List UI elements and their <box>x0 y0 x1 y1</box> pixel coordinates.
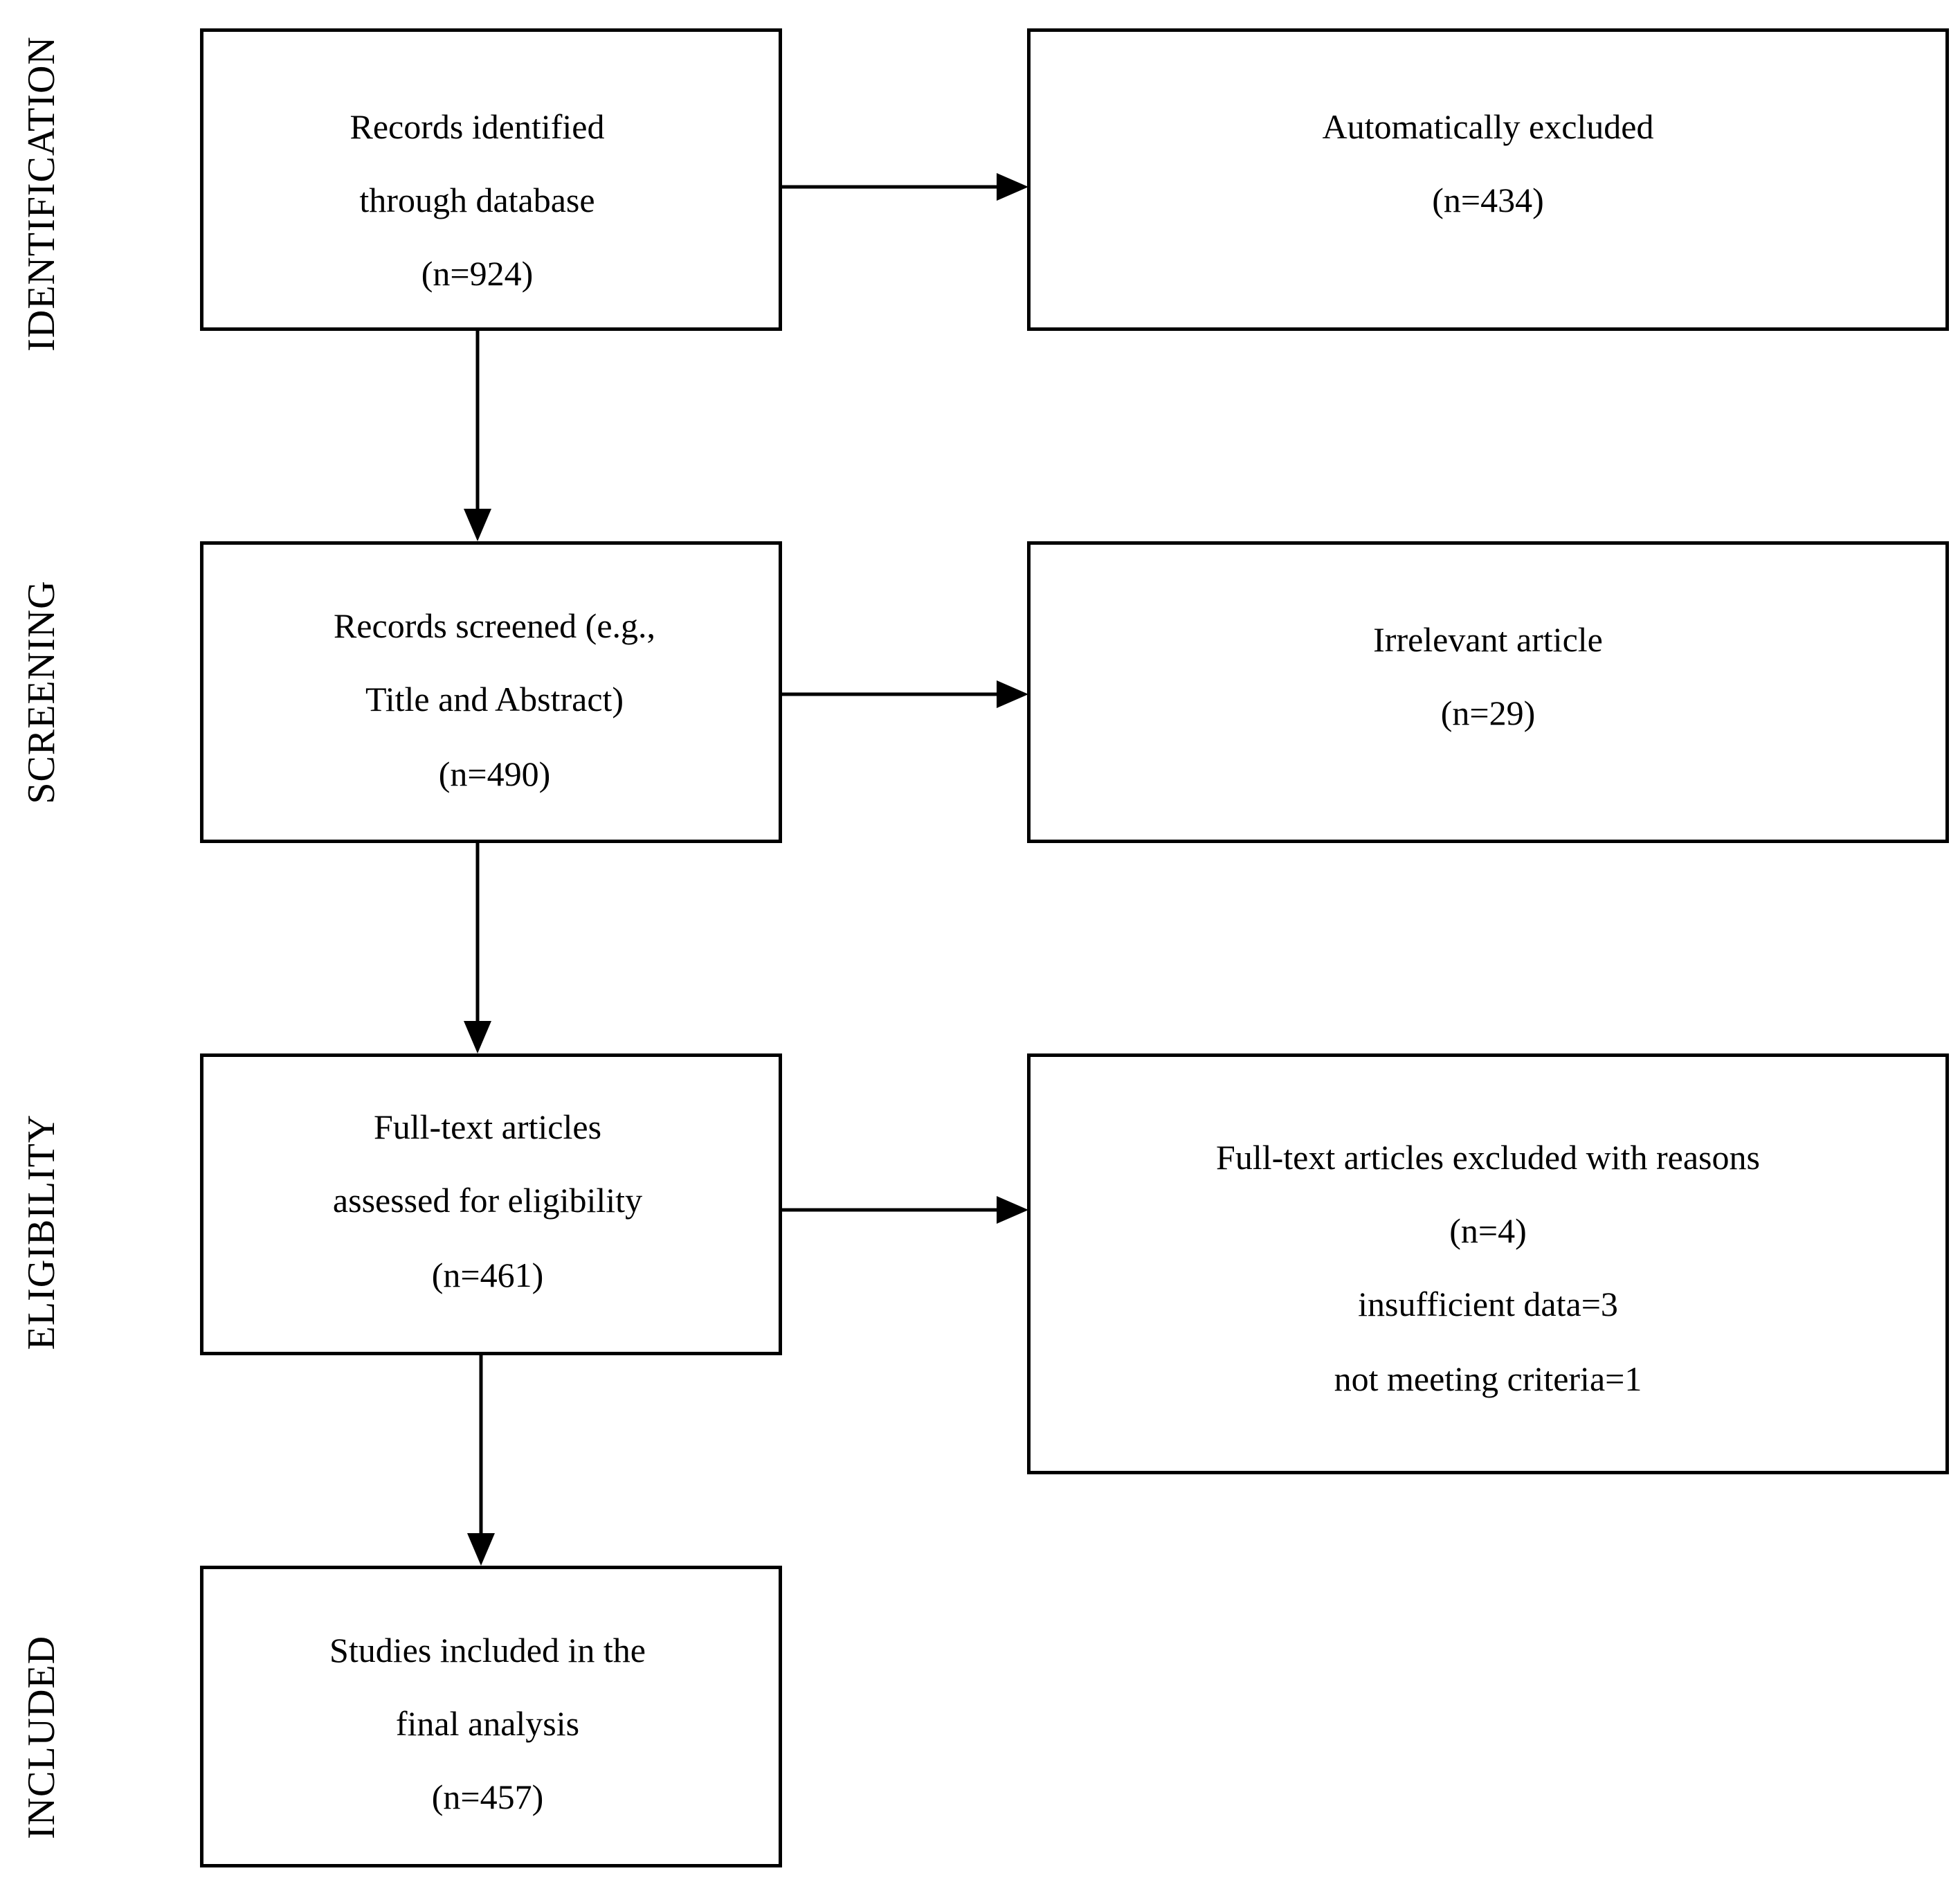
box-text-line: not meeting criteria=1 <box>1334 1359 1642 1398</box>
box-text-line: Studies included in the <box>329 1631 646 1670</box>
box-text-line: final analysis <box>395 1704 580 1743</box>
arrowhead-screened-to-assessed <box>464 1021 491 1053</box>
arrowhead-assessed-to-included <box>467 1533 495 1566</box>
arrowhead-identified-to-screened <box>464 509 491 541</box>
box-text-line: Full-text articles excluded with reasons <box>1216 1138 1760 1177</box>
arrowhead-identified-to-excluded <box>997 173 1028 201</box>
box-text-line: Full-text articles <box>373 1107 602 1146</box>
box-text-line: Records identified <box>350 107 605 146</box>
box-text-line: (n=434) <box>1432 181 1544 219</box>
box-text-line: insufficient data=3 <box>1358 1285 1618 1323</box>
box-text-line: Irrelevant article <box>1373 620 1603 659</box>
box-studies-included: Studies included in the final analysis (… <box>200 1566 782 1867</box>
box-text-line: through database <box>359 181 595 219</box>
arrowhead-assessed-to-excluded <box>997 1196 1028 1224</box>
box-records-identified: Records identified through database (n=9… <box>200 28 782 331</box>
box-full-text-assessed: Full-text articles assessed for eligibil… <box>200 1053 782 1355</box>
box-text-line: Records screened (e.g., <box>333 606 656 645</box>
arrowhead-screened-to-irrelevant <box>997 680 1028 708</box>
box-text-line: assessed for eligibility <box>332 1181 643 1220</box>
box-text-line: (n=29) <box>1440 694 1536 732</box>
box-text-line: Automatically excluded <box>1322 107 1654 146</box>
box-text-line: (n=457) <box>431 1777 544 1816</box>
box-text-line: Title and Abstract) <box>365 680 624 718</box>
box-text-line: (n=490) <box>438 754 551 793</box>
box-text-line: (n=461) <box>431 1256 544 1294</box>
box-text-line: (n=924) <box>421 254 534 293</box>
box-automatically-excluded: Automatically excluded (n=434) <box>1027 28 1949 331</box>
box-text-line: (n=4) <box>1449 1211 1527 1250</box>
box-records-screened: Records screened (e.g., Title and Abstra… <box>200 541 782 843</box>
box-irrelevant-article: Irrelevant article (n=29) <box>1027 541 1949 843</box>
box-full-text-excluded: Full-text articles excluded with reasons… <box>1027 1053 1949 1474</box>
